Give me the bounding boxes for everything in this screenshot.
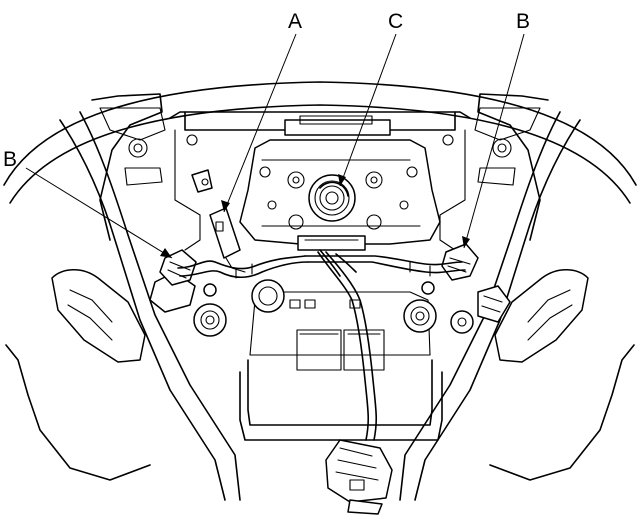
steering-wheel-rim [3, 81, 637, 481]
callout-a: A [288, 10, 302, 33]
arrowheads [160, 174, 470, 258]
lower-connector-plug [325, 439, 393, 515]
arrowhead-b-left [160, 248, 172, 258]
arrowhead-b-right [462, 236, 470, 248]
lower-bosses [193, 279, 474, 337]
leader-b-right [463, 33, 525, 249]
upper-housing [169, 111, 471, 251]
leader-lines [25, 33, 525, 259]
leader-b-left [25, 167, 173, 259]
leader-a [223, 33, 297, 213]
left-clip-assembly [149, 169, 213, 313]
arrowhead-a [221, 200, 230, 212]
callout-c: C [388, 10, 403, 33]
wire-harness [177, 235, 466, 279]
callout-b-left: B [3, 148, 17, 171]
steering-shaft-nut [308, 174, 356, 222]
airbag-connector-a [209, 207, 246, 273]
leader-c [339, 33, 397, 187]
right-spoke [399, 93, 589, 501]
left-spoke [51, 93, 241, 501]
lead-wire [317, 249, 378, 441]
right-clip-assembly [441, 243, 511, 323]
arrowhead-c [338, 174, 346, 186]
callout-b-right: B [516, 10, 530, 33]
